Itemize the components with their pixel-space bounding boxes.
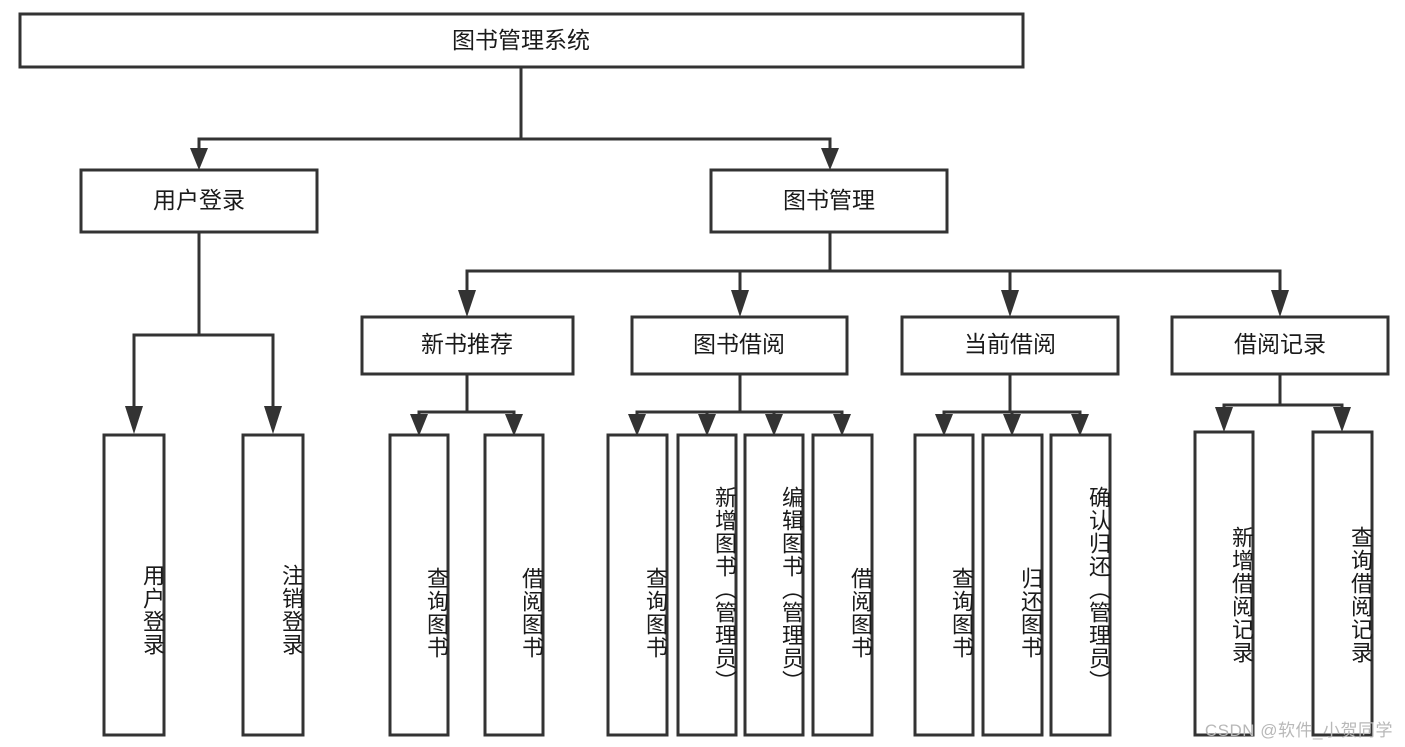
arrow-to-leaf-query-book-2	[628, 414, 646, 436]
leaf-confirm-return-admin[interactable]	[1049, 433, 1112, 737]
arrow-to-leaf-add-book	[698, 414, 716, 436]
node-borrow-record[interactable]	[1170, 315, 1390, 376]
arrow-to-book-borrow	[731, 290, 749, 317]
leaf-borrow-book-rec[interactable]	[483, 433, 545, 737]
arrow-to-leaf-query-record	[1333, 407, 1351, 432]
connector-group-root	[190, 65, 839, 170]
arrow-to-new-book-rec	[458, 290, 476, 317]
leaf-return-book[interactable]	[981, 433, 1044, 737]
leaf-query-book-current[interactable]	[913, 433, 975, 737]
leaf-add-borrow-record[interactable]	[1193, 430, 1255, 737]
node-current-borrow-label: 当前借阅	[964, 331, 1056, 357]
node-root[interactable]	[18, 12, 1025, 69]
connector-group-new-book-rec	[410, 372, 523, 436]
arrow-to-user-login	[190, 148, 208, 170]
node-new-book-recommend[interactable]	[360, 315, 575, 376]
arrow-to-leaf-add-record	[1215, 407, 1233, 432]
leaf-logout[interactable]	[241, 433, 305, 737]
node-user-login[interactable]	[79, 168, 319, 234]
node-user-login-label: 用户登录	[153, 187, 245, 213]
node-book-borrow-label: 图书借阅	[693, 331, 785, 357]
leaf-query-book-rec[interactable]	[388, 433, 450, 737]
node-book-borrow[interactable]	[630, 315, 849, 376]
arrow-to-leaf-query-book-1	[410, 414, 428, 436]
arrow-to-leaf-return-book	[1003, 414, 1021, 436]
connector-group-current-borrow	[935, 372, 1089, 436]
watermark-text: CSDN @软件_小贺同学	[1204, 721, 1393, 740]
node-borrow-record-label: 借阅记录	[1234, 331, 1326, 357]
leaf-query-borrow-record[interactable]	[1311, 430, 1374, 737]
arrow-to-leaf-borrow-book-2	[833, 414, 851, 436]
node-book-management[interactable]	[709, 168, 949, 234]
node-new-book-recommend-label: 新书推荐	[421, 331, 513, 357]
arrow-to-leaf-borrow-book-1	[505, 414, 523, 436]
node-root-label: 图书管理系统	[452, 27, 590, 53]
arrow-to-leaf-confirm-return	[1071, 414, 1089, 436]
arrow-to-leaf-edit-book	[765, 414, 783, 436]
connector-group-book-mgmt	[458, 230, 1289, 317]
leaf-add-book-admin[interactable]	[676, 433, 738, 737]
connector-group-borrow-record	[1215, 372, 1351, 432]
arrow-to-leaf-logout	[264, 406, 282, 434]
connector-group-user-login	[125, 230, 282, 434]
arrow-to-borrow-record	[1271, 290, 1289, 317]
node-book-management-label: 图书管理	[783, 187, 875, 213]
leaf-query-book-borrow[interactable]	[606, 433, 669, 737]
arrow-to-book-mgmt	[821, 148, 839, 170]
connector-group-book-borrow	[628, 372, 851, 436]
leaf-borrow-book[interactable]	[811, 433, 874, 737]
node-current-borrow[interactable]	[900, 315, 1120, 376]
arrow-to-leaf-user-login	[125, 406, 143, 434]
arrow-to-current-borrow	[1001, 290, 1019, 317]
leaf-user-login[interactable]	[102, 433, 166, 737]
arrow-to-leaf-query-book-3	[935, 414, 953, 436]
leaf-edit-book-admin[interactable]	[743, 433, 805, 737]
